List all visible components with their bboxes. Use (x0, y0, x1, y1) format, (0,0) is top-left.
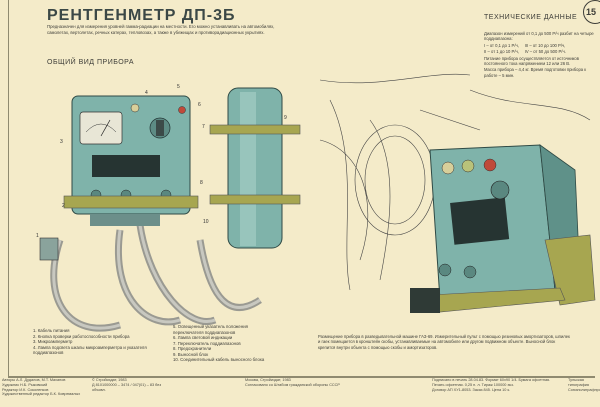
legend-item: 7. Переключатель поддиапазонов (173, 340, 241, 346)
footer-line: Редактор И.К. Соколенков (2, 387, 49, 392)
footer-line: Тульская (568, 378, 584, 382)
tech-line: II – от 1 до 10 Р/ч, IV – от 50 до 500 Р… (484, 49, 566, 55)
legend-item: 1. Кабель питания (33, 328, 70, 333)
footer-line: Авторы А.Л. Дудалов, М.Т. Маханов (2, 378, 66, 382)
legend-item: 10. Соединительный кабель выносного блок… (173, 357, 265, 362)
callout-label: 9 (284, 115, 287, 121)
footer-print: Подписано в печать 28.04.83. Формат 60х9… (432, 378, 552, 392)
frame (8, 0, 595, 378)
tech-heading: ТЕХНИЧЕСКИЕ ДАННЫЕ (484, 14, 578, 21)
placement-caption: Размещение прибора в разведывательной ма… (318, 334, 570, 350)
section-heading: ОБЩИЙ ВИД ПРИБОРА (47, 59, 135, 66)
callout-label: 7 (202, 124, 205, 130)
legend-left: 1. Кабель питания 2. Кнопка проверки раб… (33, 328, 148, 356)
legend-item: 9. Выносной блок (173, 351, 209, 357)
callout-label: 5 (177, 84, 180, 90)
tech-data: Диапазон измерений от 0,1 до 500 Р/ч раз… (484, 31, 594, 79)
tech-line: Питание прибора осуществляется от источн… (484, 55, 579, 67)
callout-label: 3 (60, 139, 63, 145)
callout-label: 4 (145, 90, 148, 96)
callout-label: 8 (200, 180, 203, 186)
legend-right: 5. Освещенный указатель положения перекл… (173, 324, 273, 363)
footer-line: Печать офсетная. 0,25 п. л. Тираж 100000… (432, 382, 514, 387)
footer-line: Д 8101000000 – 3474 / 047(01) – 83 без о… (92, 382, 162, 392)
page-number: 15 (583, 0, 600, 24)
legend-item: 5. Освещенный указатель положения перекл… (173, 324, 248, 335)
footer-line: Согласовано со Штабом гражданской оборон… (245, 382, 340, 387)
footer-city: Москва, Стройиздат, 1983 Согласовано со … (245, 378, 365, 388)
mounted-device-illustration (410, 144, 596, 313)
legend-item: 2. Кнопка проверки работоспособности при… (33, 333, 130, 339)
legend-item: 6. Лампа световой индикации (173, 335, 233, 340)
legend-item: 3. Микроамперметр (33, 339, 73, 344)
legend-item: 8. Предохранители (173, 346, 212, 351)
callout-label: 10 (203, 219, 209, 225)
footer-line: Москва, Стройиздат, 1983 (245, 378, 291, 382)
footer-publisher: © Стройиздат, 1983 Д 8101000000 – 3474 /… (92, 378, 172, 392)
footer-line: Договор АП ХУ1-8053. Заказ 845. Цена 10 … (432, 387, 511, 392)
tech-line: Масса прибора – 4,4 кг. Время подготовки… (484, 67, 587, 78)
callout-label: 6 (198, 102, 201, 108)
page-title: РЕНТГЕНМЕТР ДП-3Б (47, 7, 236, 24)
footer-line: © Стройиздат, 1983 (92, 378, 127, 382)
legend-item: 4. Лампа подсвета шкалы микроамперметра … (33, 344, 147, 356)
footer-line: Союзполиграфпрома (568, 387, 600, 392)
intro-text: Предназначен для измерения уровней гамма… (47, 24, 275, 35)
footer-line: Художественный редактор Б.К. Ковремалых (2, 392, 81, 397)
callout-label: 1 (36, 233, 39, 239)
external-unit-illustration (209, 87, 301, 249)
footer-printer: Тульская типография Союзполиграфпрома (568, 378, 600, 392)
callout-label: 2 (62, 203, 65, 209)
tech-line: Диапазон измерений от 0,1 до 500 Р/ч раз… (484, 31, 594, 42)
footer-authors: Авторы А.Л. Дудалов, М.Т. Маханов Художн… (2, 378, 87, 397)
tech-line: I – от 0,1 до 1 Р/ч, III – от 10 до 100 … (484, 42, 566, 48)
footer-line: Художник Н.Б. Рыковский (2, 382, 48, 387)
device-illustration (39, 95, 262, 332)
footer-line: Подписано в печать 28.04.83. Формат 60х9… (432, 378, 551, 382)
footer-line: типография (568, 382, 589, 387)
